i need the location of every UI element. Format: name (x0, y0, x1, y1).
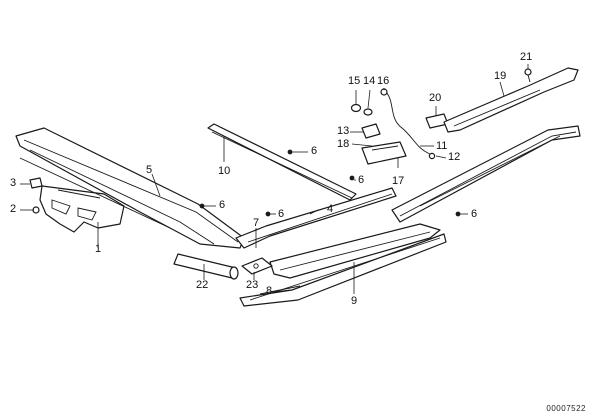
part-23-connector-plate (241, 257, 273, 275)
callout-11: 11 (436, 140, 448, 152)
callout-1: 1 (95, 243, 102, 255)
part-6-screws (199, 149, 461, 217)
part-14-washer (363, 108, 373, 116)
callout-6-b: 6 (219, 199, 226, 211)
part-20-slide-block (425, 113, 449, 129)
callout-6-c: 6 (278, 208, 285, 220)
right-guide-rail (391, 125, 581, 223)
callout-2: 2 (10, 203, 17, 215)
callout-19: 19 (494, 70, 507, 82)
part-1-side-bracket (39, 185, 125, 233)
part-13-clip (361, 123, 381, 139)
part-21-screw (524, 68, 532, 83)
callout-23: 23 (246, 279, 259, 291)
part-10-cross-rail (207, 123, 357, 201)
callout-12: 12 (448, 151, 461, 163)
callout-5: 5 (146, 164, 153, 176)
leader-lines (20, 64, 529, 294)
part-22-tube (173, 253, 239, 280)
part-9-lower-rail (269, 223, 441, 279)
callout-16: 16 (377, 75, 390, 87)
callout-17: 17 (392, 175, 405, 187)
callout-20: 20 (429, 92, 442, 104)
part-15-nut (350, 103, 362, 113)
part-7-middle-rail (235, 187, 397, 249)
callout-15: 15 (348, 75, 361, 87)
part-19-upper-rail (443, 67, 579, 133)
part-16-cable (380, 88, 436, 160)
callout-8: 8 (266, 285, 273, 297)
drawing-code: 00007522 (546, 404, 586, 413)
part-17-mounting-bracket (361, 141, 407, 165)
callout-4: 4 (327, 203, 334, 215)
callout-6-e: 6 (471, 208, 478, 220)
callout-10: 10 (218, 165, 231, 177)
callout-22: 22 (196, 279, 209, 291)
callout-13: 13 (337, 125, 350, 137)
part-5-left-guide-rail (15, 127, 245, 249)
callout-6-a: 6 (311, 145, 318, 157)
callout-7: 7 (253, 217, 260, 229)
callout-9: 9 (351, 295, 358, 307)
callout-18: 18 (337, 138, 350, 150)
callout-3: 3 (10, 177, 17, 189)
part-8-lower-guide (239, 233, 447, 307)
callout-14: 14 (363, 75, 376, 87)
callout-21: 21 (520, 51, 533, 63)
callout-6-d: 6 (358, 174, 365, 186)
part-3-clip (29, 177, 43, 189)
